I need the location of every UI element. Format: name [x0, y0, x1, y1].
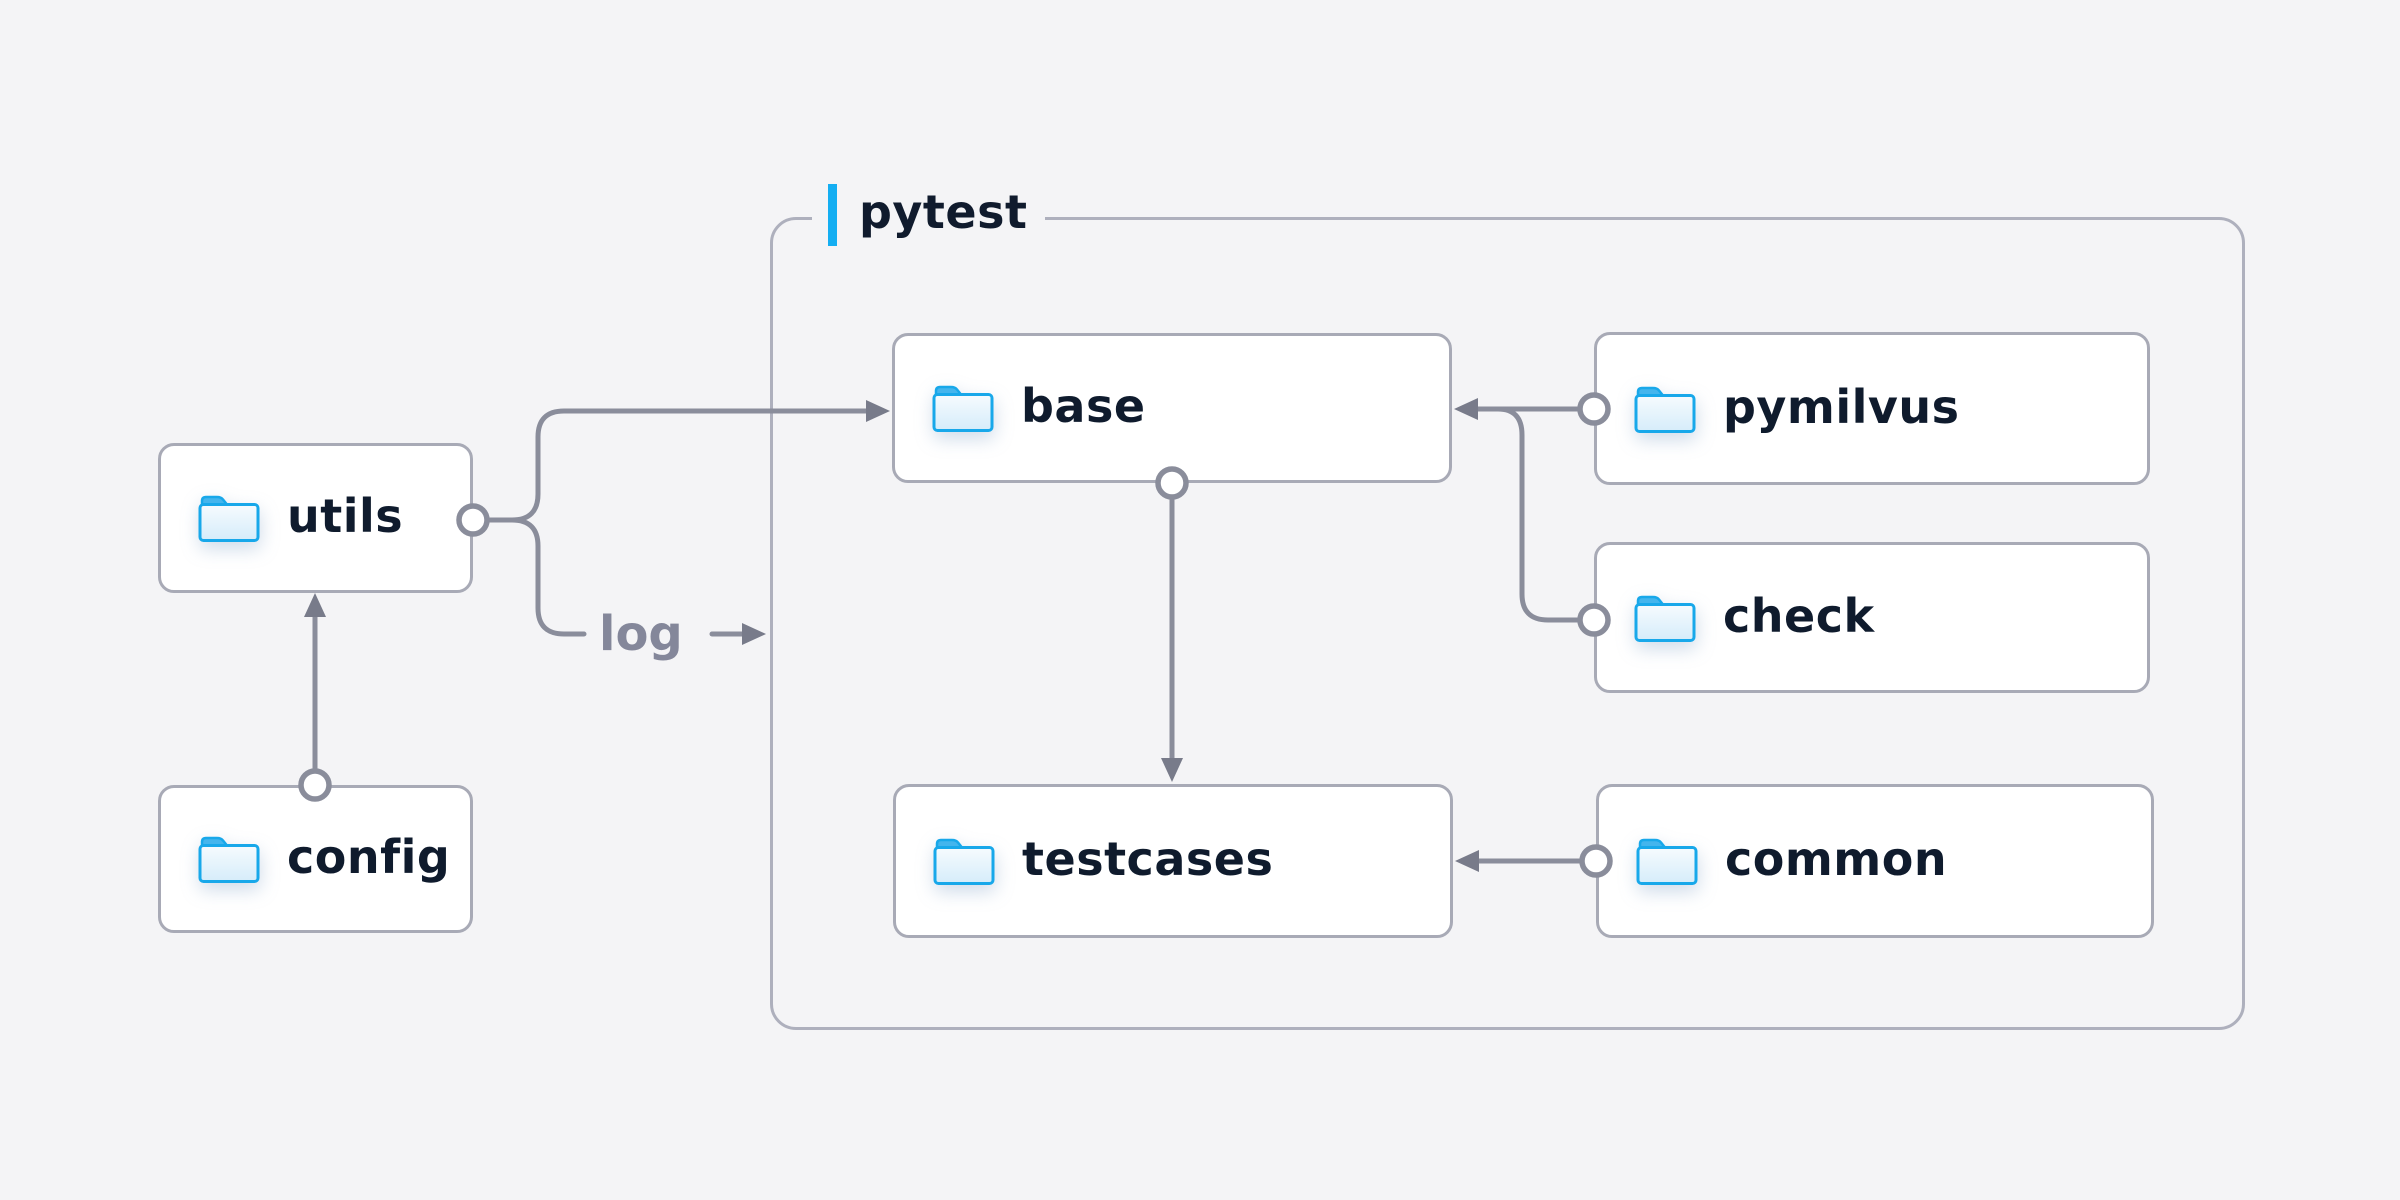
folder-icon — [198, 836, 260, 883]
edge-config-utils — [298, 593, 332, 802]
node-label: config — [287, 830, 451, 884]
node-base: base — [892, 333, 1452, 483]
folder-icon — [1634, 595, 1696, 642]
accent-bar — [828, 184, 837, 246]
folder-icon — [1634, 386, 1696, 433]
node-config: config — [158, 785, 473, 933]
container-title: pytest — [859, 185, 1028, 239]
folder-icon — [933, 838, 995, 885]
node-label: common — [1725, 832, 1948, 886]
node-label: check — [1723, 588, 1875, 643]
node-testcases: testcases — [893, 784, 1453, 938]
node-label: base — [1021, 379, 1146, 433]
folder-icon — [1636, 838, 1698, 885]
node-label: testcases — [1022, 832, 1274, 886]
node-label: utils — [287, 489, 404, 543]
node-pymilvus: pymilvus — [1594, 332, 2150, 485]
folder-icon — [198, 495, 260, 542]
node-label: pymilvus — [1723, 379, 1960, 434]
node-common: common — [1596, 784, 2154, 938]
pytest-container — [770, 217, 2245, 1030]
pytest-container-label: pytest — [812, 183, 1046, 247]
node-utils: utils — [158, 443, 473, 593]
folder-icon — [932, 385, 994, 432]
edge-label-log: log — [599, 606, 683, 662]
node-check: check — [1594, 542, 2150, 693]
